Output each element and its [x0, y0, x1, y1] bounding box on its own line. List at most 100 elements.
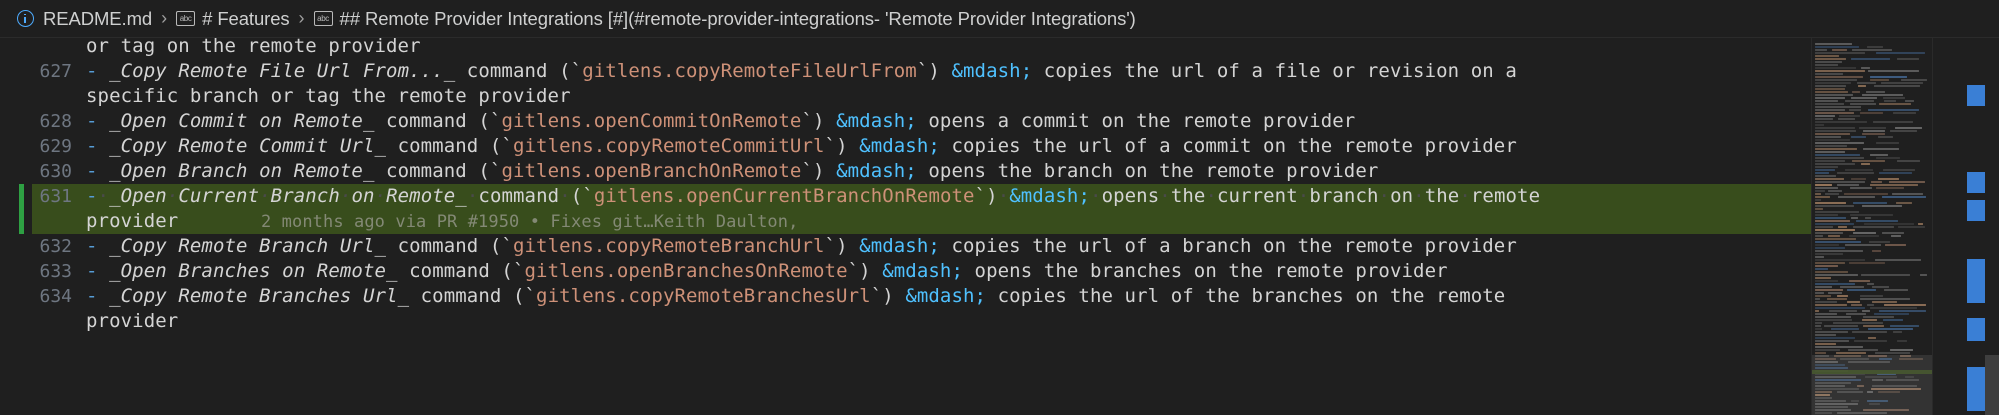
minimap-line	[1815, 106, 1862, 108]
code-text: copies the url of the branches on the re…	[986, 285, 1506, 307]
code-line[interactable]: or tag on the remote provider	[86, 37, 1812, 59]
code-text: command (`	[374, 160, 502, 182]
minimap-slider[interactable]	[1812, 355, 1933, 415]
minimap-line	[1815, 340, 1849, 342]
minimap-line	[1815, 91, 1848, 93]
code-line-selected[interactable]: provider 2 months ago via PR #1950 • Fix…	[86, 209, 1812, 234]
minimap-line	[1860, 163, 1871, 165]
overview-ruler-match-marker	[1967, 172, 1985, 193]
code-line[interactable]: - _Open Branches on Remote_ command (`gi…	[86, 259, 1812, 284]
minimap-line	[1862, 319, 1878, 321]
breadcrumb-item-file[interactable]: README.md	[17, 8, 152, 30]
code-line[interactable]: - _Copy Remote File Url From..._ command…	[86, 59, 1812, 84]
code-line[interactable]: specific branch or tag the remote provid…	[86, 84, 1812, 109]
minimap-line	[1815, 142, 1864, 144]
emphasis-text: _Copy Remote Branch Url_	[109, 235, 387, 257]
minimap-line	[1828, 235, 1840, 237]
minimap-line	[1815, 169, 1835, 171]
minimap-line	[1837, 172, 1875, 174]
minimap-line	[1815, 319, 1853, 321]
code-line-selected[interactable]: -·_Open·Current·Branch·on·Remote_·comman…	[86, 184, 1812, 209]
code-line[interactable]: - _Copy Remote Branch Url_ command (`git…	[86, 234, 1812, 259]
list-bullet: -	[86, 160, 98, 182]
minimap-line	[1815, 136, 1842, 138]
git-change-marker[interactable]	[19, 184, 24, 234]
list-bullet: -	[86, 285, 98, 307]
minimap-line	[1815, 283, 1856, 285]
minimap-line	[1815, 199, 1822, 201]
minimap-line	[1838, 115, 1860, 117]
minimap-line	[1859, 295, 1883, 297]
minimap-line	[1861, 310, 1870, 312]
minimap-line	[1815, 175, 1836, 177]
overview-ruler-match-marker	[1967, 200, 1985, 221]
minimap-line	[1851, 400, 1859, 402]
space	[98, 235, 110, 257]
minimap-line	[1900, 79, 1928, 81]
minimap-line	[1882, 319, 1903, 321]
minimap-line	[1845, 169, 1874, 171]
code-text: copies the url of a file or revision on …	[1032, 60, 1517, 82]
minimap-line	[1815, 403, 1859, 405]
minimap-line	[1815, 358, 1836, 360]
minimap-line	[1815, 292, 1825, 294]
minimap-line	[1890, 235, 1901, 237]
breadcrumb-section-label: ## Remote Provider Integrations [#](#rem…	[339, 7, 1136, 29]
minimap-line	[1815, 58, 1846, 60]
minimap-line	[1815, 406, 1848, 408]
minimap-line	[1851, 178, 1866, 180]
code-line[interactable]: - _Copy Remote Branches Url_ command (`g…	[86, 284, 1812, 309]
symbol-string-icon-2: abc	[313, 11, 333, 26]
minimap-line	[1867, 70, 1920, 72]
code-text: opens a commit on the remote provider	[916, 110, 1356, 132]
minimap-line	[1815, 154, 1861, 156]
minimap-line	[1815, 79, 1858, 81]
space	[98, 160, 110, 182]
git-blame-annotation[interactable]: 2 months ago via PR #1950 • Fixes git…Ke…	[261, 212, 799, 232]
minimap-line	[1815, 55, 1840, 57]
minimap-line	[1815, 112, 1854, 114]
minimap-line	[1815, 100, 1839, 102]
inline-code: gitlens.copyRemoteBranchUrl	[512, 235, 825, 257]
minimap-line	[1815, 310, 1820, 312]
list-bullet: -	[86, 235, 98, 257]
minimap-line	[1849, 187, 1872, 189]
minimap-line	[1893, 331, 1903, 333]
minimap[interactable]	[1812, 37, 1933, 415]
minimap-line	[1851, 331, 1887, 333]
minimap-line	[1863, 223, 1914, 225]
minimap-line	[1815, 343, 1836, 345]
code-line[interactable]: - _Open Branch on Remote_ command (`gitl…	[86, 159, 1812, 184]
minimap-line	[1870, 76, 1908, 78]
minimap-line	[1898, 226, 1926, 228]
code-content[interactable]: or tag on the remote provider- _Copy Rem…	[86, 37, 1812, 415]
code-line[interactable]: - _Copy Remote Commit Url_ command (`git…	[86, 134, 1812, 159]
breadcrumb-item-section[interactable]: abc ## Remote Provider Integrations [#](…	[313, 7, 1136, 30]
minimap-line	[1815, 364, 1846, 366]
minimap-line	[1815, 250, 1863, 252]
minimap-line	[1815, 208, 1823, 210]
minimap-line	[1815, 316, 1851, 318]
minimap-line	[1859, 298, 1910, 300]
code-line[interactable]: - _Open Commit on Remote_ command (`gitl…	[86, 109, 1812, 134]
code-line[interactable]: provider	[86, 309, 1812, 334]
html-entity: &mdash;	[1009, 185, 1091, 207]
code-text: ·command·(`	[466, 185, 594, 207]
overview-ruler[interactable]	[1933, 37, 1999, 415]
minimap-line	[1815, 367, 1848, 369]
selected-line-gutter-band	[32, 184, 86, 234]
line-number: 629	[39, 136, 72, 157]
list-bullet: -	[86, 60, 98, 82]
minimap-line	[1815, 265, 1838, 267]
html-entity: &mdash;	[859, 135, 940, 157]
minimap-line	[1851, 49, 1893, 51]
minimap-line	[1815, 103, 1844, 105]
minimap-line	[1815, 391, 1833, 393]
info-icon	[17, 10, 34, 27]
breadcrumb-item-features[interactable]: abc # Features	[176, 8, 290, 30]
line-number: 634	[39, 286, 72, 307]
minimap-line	[1844, 244, 1882, 246]
minimap-line	[1815, 355, 1829, 357]
vertical-scrollbar-thumb[interactable]	[1985, 355, 1999, 415]
